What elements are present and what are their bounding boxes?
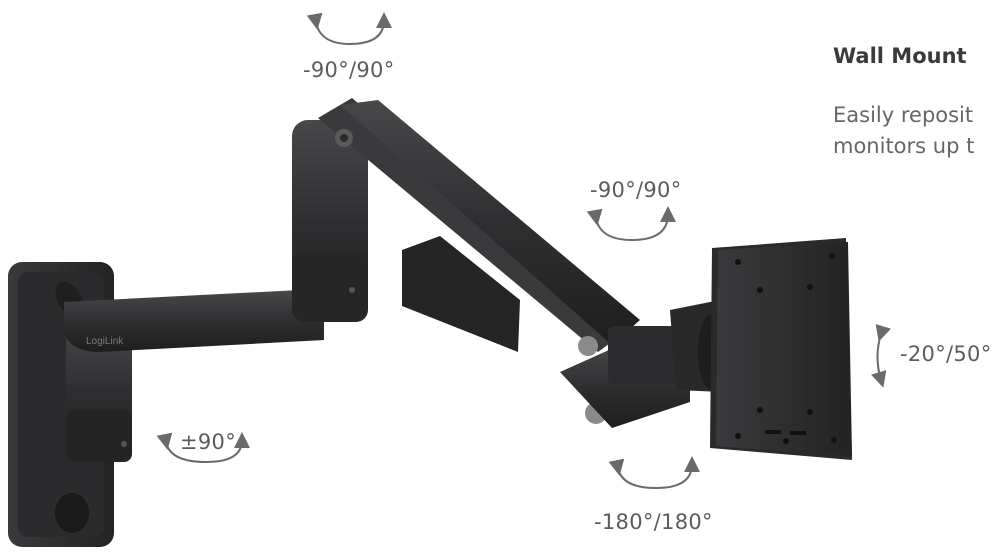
gas-spring-arm xyxy=(318,98,690,428)
tilt-arrow-icon xyxy=(871,324,891,388)
pivot-column xyxy=(292,120,368,322)
rotate-arrow-icon xyxy=(306,12,392,46)
brand-logo: LogiLink xyxy=(86,336,124,347)
screw-icon xyxy=(578,336,598,356)
tilt-label: -20°/50° xyxy=(900,342,992,366)
rotate-arrow-icon xyxy=(586,206,676,242)
description: Easily reposit monitors up t xyxy=(833,100,974,162)
rotate-arrow-icon xyxy=(156,432,250,464)
rotation-arrows xyxy=(156,12,891,490)
description-line: monitors up t xyxy=(833,134,975,158)
rotation-label-wall: ±90° xyxy=(180,430,237,454)
heading: Wall Mount xyxy=(833,44,967,68)
rotation-label-arm: -90°/90° xyxy=(590,178,682,202)
rotate-arrow-icon xyxy=(608,456,700,490)
vesa-plate xyxy=(710,238,852,460)
description-line: Easily reposit xyxy=(833,103,974,127)
first-arm: LogiLink xyxy=(64,290,324,352)
rotation-label-head: -180°/180° xyxy=(594,510,713,534)
rotation-label-top: -90°/90° xyxy=(303,58,395,82)
wall-column xyxy=(66,320,132,462)
knob-icon xyxy=(55,493,89,533)
